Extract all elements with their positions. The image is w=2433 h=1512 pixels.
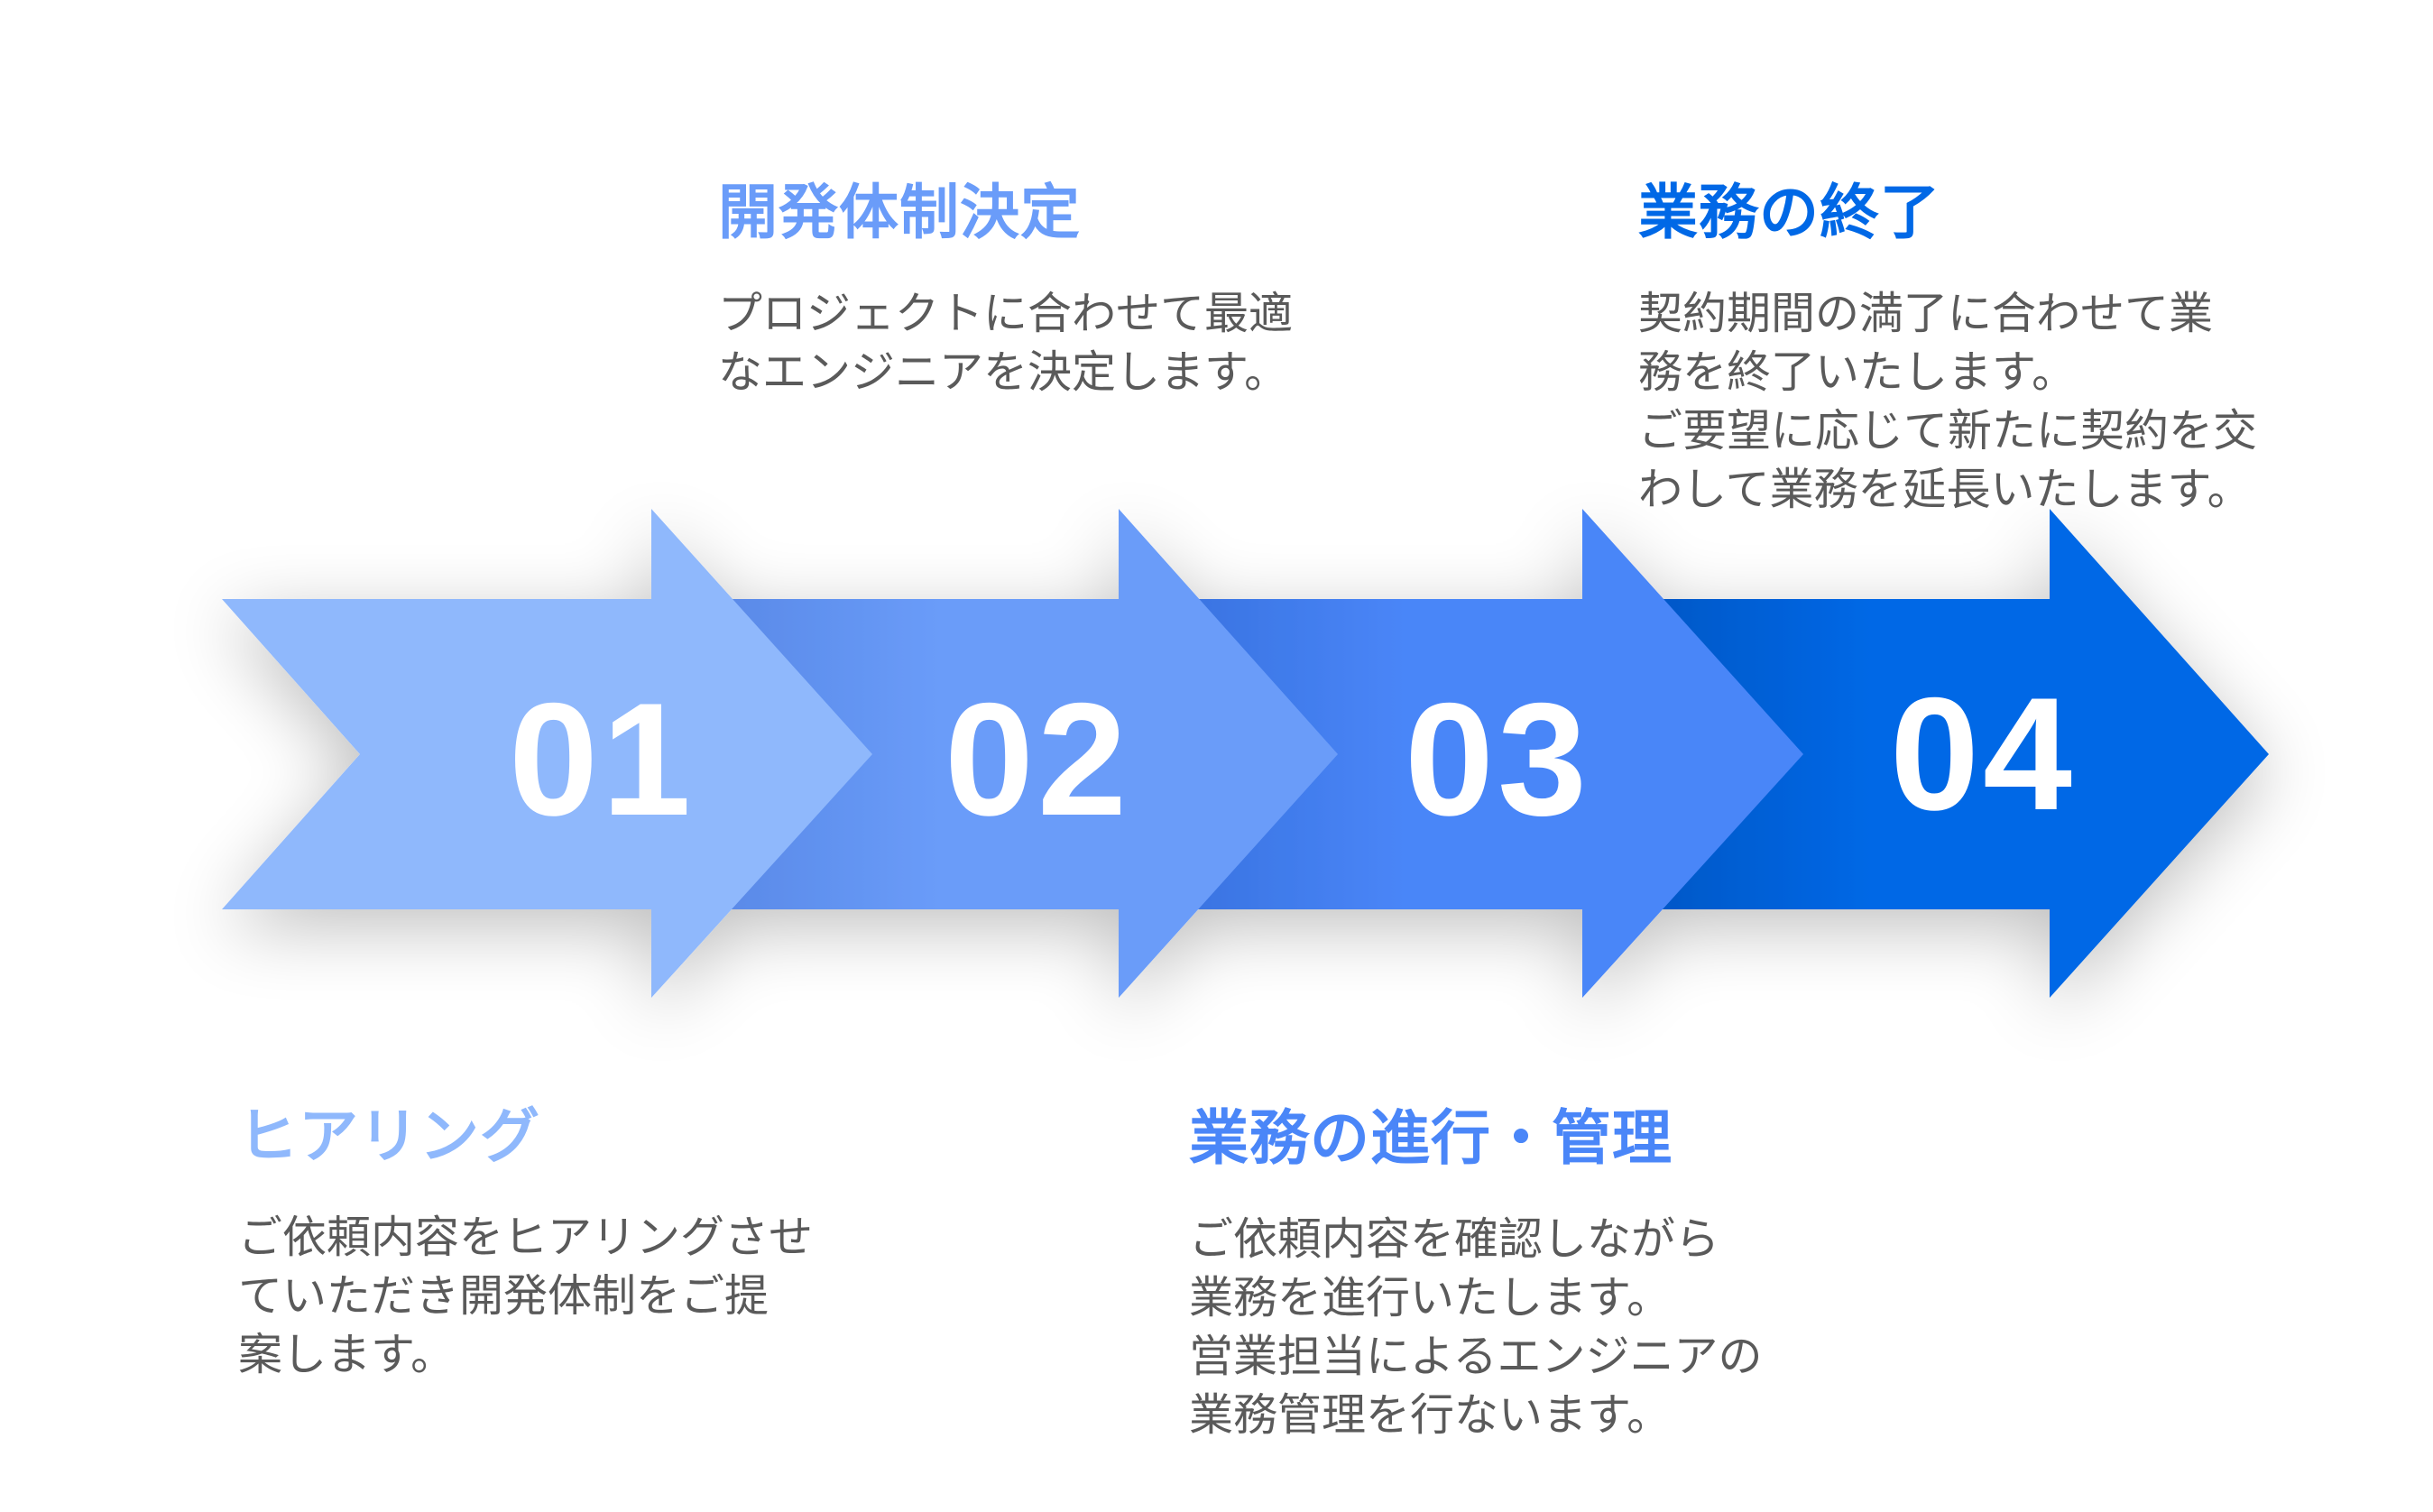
step-number-02: 02: [945, 669, 1130, 849]
step-number-03: 03: [1405, 669, 1590, 849]
arrow-step-1: [222, 509, 872, 998]
arrow-step-2: [729, 509, 1338, 998]
step-2-title: 開発体制決定: [718, 178, 1081, 247]
step-1-title: ヒアリング: [238, 1102, 540, 1171]
step-3-body: ご依頼内容を確認しながら 業務を進行いたします。 営業担当によるエンジニアの 業…: [1189, 1213, 1763, 1442]
step-4-title: 業務の終了: [1638, 178, 1940, 247]
step-2-description: 開発体制決定 プロジェクトに合わせて最適 なエンジニアを決定します。: [718, 177, 1293, 401]
step-3-description: 業務の進行・管理 ご依頼内容を確認しながら 業務を進行いたします。 営業担当によ…: [1189, 1102, 1763, 1444]
step-4-body: 契約期間の満了に合わせて業 務を終了いたします。 ご要望に応じて新たに契約を交 …: [1638, 288, 2258, 516]
step-3-title: 業務の進行・管理: [1189, 1103, 1673, 1173]
step-1-description: ヒアリング ご依頼内容をヒアリングさせ ていただき開発体制をご提 案します。: [238, 1101, 813, 1384]
arrow-step-4: [1660, 509, 2269, 998]
arrow-step-3: [1195, 509, 1803, 998]
step-4-description: 業務の終了 契約期間の満了に合わせて業 務を終了いたします。 ご要望に応じて新た…: [1638, 177, 2257, 519]
step-number-04: 04: [1890, 664, 2076, 844]
step-2-body: プロジェクトに合わせて最適 なエンジニアを決定します。: [718, 288, 1294, 399]
step-1-body: ご依頼内容をヒアリングさせ ていただき開発体制をご提 案します。: [238, 1212, 814, 1381]
step-number-01: 01: [509, 669, 695, 849]
